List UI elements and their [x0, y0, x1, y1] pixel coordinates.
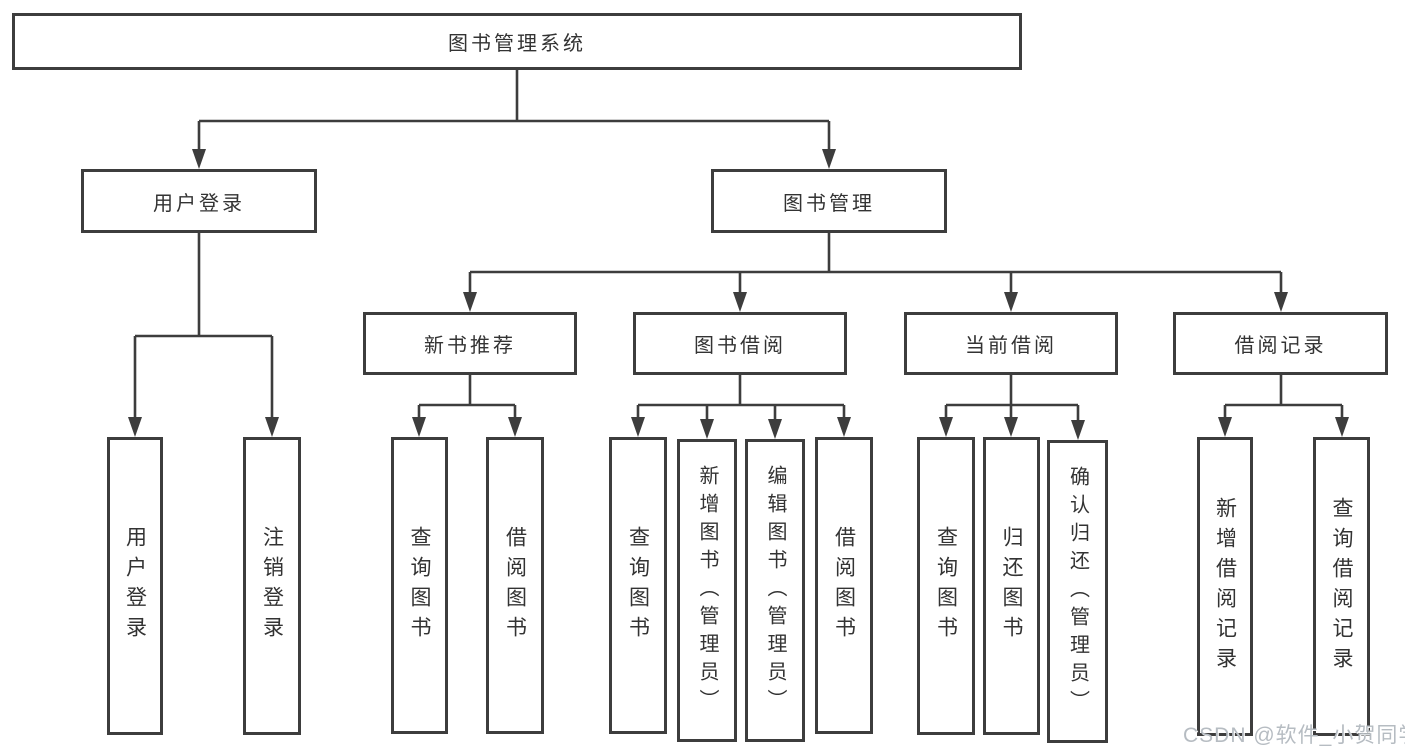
- arrowheads: [128, 149, 1349, 440]
- leaf-logout: 注销登录: [243, 437, 301, 735]
- node-book-borrow: 图书借阅: [633, 312, 847, 375]
- leaf-query-borrow-record: 查询借阅记录: [1313, 437, 1370, 736]
- node-borrow-records: 借阅记录: [1173, 312, 1388, 375]
- node-user-login: 用户登录: [81, 169, 317, 233]
- leaf-query-books-current: 查询图书: [917, 437, 975, 735]
- leaf-borrow-books-recommend: 借阅图书: [486, 437, 544, 734]
- leaf-return-book: 归还图书: [983, 437, 1040, 735]
- node-current-borrow: 当前借阅: [904, 312, 1118, 375]
- leaf-confirm-return-admin: 确认归还（管理员）: [1047, 440, 1108, 743]
- leaf-query-books-recommend: 查询图书: [391, 437, 448, 734]
- node-new-book-recommend: 新书推荐: [363, 312, 577, 375]
- csdn-watermark: CSDN @软件_小贺同学: [1183, 724, 1405, 747]
- leaf-borrow-books: 借阅图书: [815, 437, 873, 734]
- leaf-edit-book-admin: 编辑图书（管理员）: [745, 439, 805, 742]
- node-library-system: 图书管理系统: [12, 13, 1022, 70]
- leaf-add-borrow-record: 新增借阅记录: [1197, 437, 1253, 736]
- leaf-add-book-admin: 新增图书（管理员）: [677, 439, 737, 742]
- leaf-user-login: 用户登录: [107, 437, 163, 735]
- node-book-management: 图书管理: [711, 169, 947, 233]
- leaf-query-books-borrow: 查询图书: [609, 437, 667, 734]
